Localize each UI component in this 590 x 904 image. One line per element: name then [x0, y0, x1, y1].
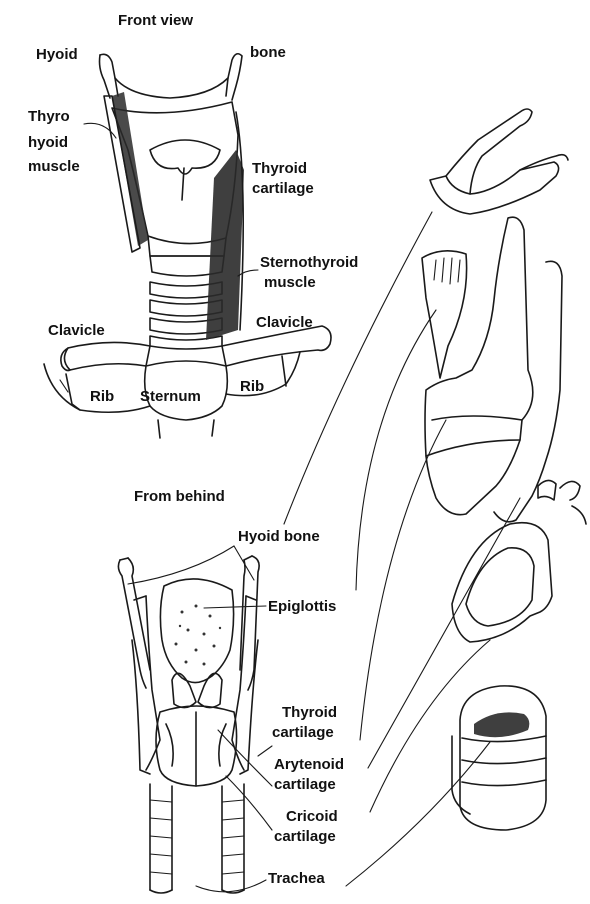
exploded-arytenoid-cartilage: [538, 480, 556, 500]
leader-hyoid-back: [128, 546, 234, 584]
label-thyro: Thyro: [28, 108, 70, 125]
label-hyoid-muscle-1: hyoid: [28, 134, 68, 151]
back-thyroid-cartilage: [146, 596, 160, 770]
label-arytenoid-2: cartilage: [274, 776, 336, 793]
label-thyroid-back-2: cartilage: [272, 724, 334, 741]
label-bone-front: bone: [250, 44, 286, 61]
leader-thyroid-exploded: [360, 420, 446, 740]
label-thyroid-back-1: Thyroid: [282, 704, 337, 721]
leader-cricoid-exploded: [370, 640, 490, 812]
back-epiglottis: [160, 579, 233, 683]
label-clavicle-right: Clavicle: [256, 314, 313, 331]
front-clavicle-right: [222, 326, 331, 366]
exploded-hyoid-bone: [430, 162, 559, 214]
leader-thyroid-back: [258, 746, 272, 756]
label-hyoid-bone-back: Hyoid bone: [238, 528, 320, 545]
front-sternothyroid-muscle: [206, 150, 244, 340]
label-epiglottis: Epiglottis: [268, 598, 336, 615]
label-thyroid-cartilage-front-1: Thyroid: [252, 160, 307, 177]
exploded-trachea: [460, 686, 546, 830]
label-hyoid-muscle-2: muscle: [28, 158, 80, 175]
leader-epiglottis-exploded: [356, 310, 436, 590]
label-rib-right: Rib: [240, 378, 264, 395]
exploded-cricoid-cartilage: [452, 523, 552, 642]
label-arytenoid-1: Arytenoid: [274, 756, 344, 773]
label-trachea: Trachea: [268, 870, 325, 887]
label-hyoid-front: Hyoid: [36, 46, 78, 63]
exploded-epiglottis: [422, 251, 467, 378]
label-sternothyroid-1: Sternothyroid: [260, 254, 358, 271]
front-clavicle-left: [64, 342, 150, 370]
label-sternum: Sternum: [140, 388, 201, 405]
exploded-thyroid-cartilage: [425, 217, 533, 514]
label-thyroid-cartilage-front-2: cartilage: [252, 180, 314, 197]
front-view-title: Front view: [118, 12, 193, 29]
leader-trachea-back: [196, 880, 266, 892]
label-rib-left: Rib: [90, 388, 114, 405]
from-behind-title: From behind: [134, 488, 225, 505]
label-sternothyroid-2: muscle: [264, 274, 316, 291]
epiglottis-dots: [175, 605, 222, 666]
exploded-cartilages: [422, 109, 586, 830]
leader-sternothyroid: [238, 270, 258, 276]
label-cricoid-1: Cricoid: [286, 808, 338, 825]
label-cricoid-2: cartilage: [274, 828, 336, 845]
front-view-larynx: [44, 54, 331, 438]
leader-cricoid-back: [226, 776, 272, 830]
label-clavicle-left: Clavicle: [48, 322, 105, 339]
